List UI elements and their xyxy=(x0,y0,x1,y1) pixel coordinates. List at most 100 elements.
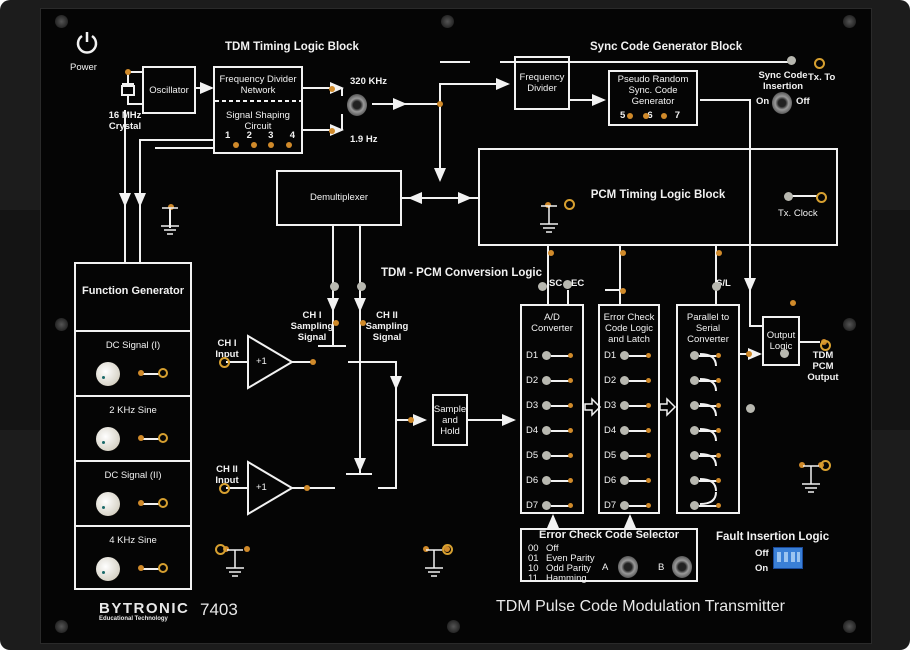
patch-socket[interactable] xyxy=(215,544,226,555)
bit-test-point[interactable] xyxy=(646,503,651,508)
test-point[interactable] xyxy=(138,565,144,571)
signal-socket[interactable] xyxy=(538,282,547,291)
patch-socket[interactable] xyxy=(219,483,230,494)
power-button[interactable] xyxy=(75,30,99,54)
test-point[interactable] xyxy=(548,250,554,256)
test-point[interactable] xyxy=(408,417,414,423)
ecc-switch-a[interactable] xyxy=(618,556,638,578)
bit-test-point[interactable] xyxy=(568,403,573,408)
patch-socket[interactable] xyxy=(564,199,575,210)
output-socket[interactable] xyxy=(158,368,168,378)
test-point[interactable] xyxy=(746,351,752,357)
bit-test-point[interactable] xyxy=(716,403,721,408)
bit-test-point[interactable] xyxy=(646,353,651,358)
patch-socket[interactable] xyxy=(816,192,827,203)
bit-socket[interactable] xyxy=(690,351,699,360)
test-point[interactable] xyxy=(304,485,310,491)
bit-socket[interactable] xyxy=(690,426,699,435)
test-point[interactable] xyxy=(244,546,250,552)
signal-socket[interactable] xyxy=(330,282,339,291)
bit-test-point[interactable] xyxy=(716,353,721,358)
bit-socket[interactable] xyxy=(542,426,551,435)
test-point[interactable] xyxy=(627,113,633,119)
test-point[interactable] xyxy=(545,202,551,208)
bit-socket[interactable] xyxy=(690,476,699,485)
bit-socket[interactable] xyxy=(542,501,551,510)
bit-socket[interactable] xyxy=(542,401,551,410)
patch-socket[interactable] xyxy=(820,340,831,351)
test-point[interactable] xyxy=(138,500,144,506)
bit-test-point[interactable] xyxy=(568,503,573,508)
signal-socket[interactable] xyxy=(357,282,366,291)
bit-test-point[interactable] xyxy=(568,453,573,458)
test-point[interactable] xyxy=(286,142,292,148)
output-socket[interactable] xyxy=(158,433,168,443)
bit-socket[interactable] xyxy=(620,426,629,435)
bit-test-point[interactable] xyxy=(646,453,651,458)
test-point[interactable] xyxy=(790,300,796,306)
signal-socket[interactable] xyxy=(746,404,755,413)
signal-socket[interactable] xyxy=(787,56,796,65)
bit-socket[interactable] xyxy=(620,476,629,485)
bit-test-point[interactable] xyxy=(646,378,651,383)
patch-socket[interactable] xyxy=(442,544,453,555)
test-point[interactable] xyxy=(799,462,805,468)
clock-select-switch[interactable] xyxy=(347,94,367,116)
bit-socket[interactable] xyxy=(690,451,699,460)
test-point[interactable] xyxy=(251,142,257,148)
test-point[interactable] xyxy=(329,128,335,134)
bit-socket[interactable] xyxy=(542,376,551,385)
test-point[interactable] xyxy=(716,250,722,256)
test-point[interactable] xyxy=(423,546,429,552)
test-point[interactable] xyxy=(268,142,274,148)
bit-test-point[interactable] xyxy=(646,428,651,433)
test-point[interactable] xyxy=(333,320,339,326)
patch-socket[interactable] xyxy=(219,357,230,368)
test-point[interactable] xyxy=(125,69,131,75)
test-point[interactable] xyxy=(437,101,443,107)
signal-socket[interactable] xyxy=(563,280,572,289)
fault-dip-switch[interactable] xyxy=(773,547,803,569)
output-socket[interactable] xyxy=(158,563,168,573)
bit-socket[interactable] xyxy=(620,376,629,385)
sync-insertion-switch[interactable] xyxy=(772,92,792,114)
patch-socket[interactable] xyxy=(820,460,831,471)
bit-test-point[interactable] xyxy=(716,428,721,433)
bit-socket[interactable] xyxy=(620,451,629,460)
bit-socket[interactable] xyxy=(690,401,699,410)
bit-test-point[interactable] xyxy=(716,503,721,508)
test-point[interactable] xyxy=(620,288,626,294)
bit-socket[interactable] xyxy=(542,351,551,360)
test-point[interactable] xyxy=(643,113,649,119)
test-point[interactable] xyxy=(223,546,229,552)
output-socket[interactable] xyxy=(158,498,168,508)
signal-socket[interactable] xyxy=(780,349,789,358)
bit-socket[interactable] xyxy=(690,501,699,510)
amplitude-knob[interactable] xyxy=(96,362,120,386)
bit-test-point[interactable] xyxy=(568,478,573,483)
bit-test-point[interactable] xyxy=(716,378,721,383)
bit-socket[interactable] xyxy=(620,351,629,360)
bit-socket[interactable] xyxy=(542,476,551,485)
bit-test-point[interactable] xyxy=(716,478,721,483)
bit-socket[interactable] xyxy=(620,501,629,510)
bit-socket[interactable] xyxy=(542,451,551,460)
ecc-switch-b[interactable] xyxy=(672,556,692,578)
test-point[interactable] xyxy=(138,435,144,441)
bit-test-point[interactable] xyxy=(716,453,721,458)
test-point[interactable] xyxy=(620,250,626,256)
patch-socket[interactable] xyxy=(814,58,825,69)
test-point[interactable] xyxy=(138,370,144,376)
test-point[interactable] xyxy=(310,359,316,365)
test-point[interactable] xyxy=(168,204,174,210)
bit-test-point[interactable] xyxy=(646,478,651,483)
signal-socket[interactable] xyxy=(712,282,721,291)
bit-test-point[interactable] xyxy=(568,353,573,358)
amplitude-knob[interactable] xyxy=(96,492,120,516)
test-point[interactable] xyxy=(360,320,366,326)
bit-test-point[interactable] xyxy=(646,403,651,408)
bit-test-point[interactable] xyxy=(568,428,573,433)
test-point[interactable] xyxy=(329,86,335,92)
amplitude-knob[interactable] xyxy=(96,427,120,451)
bit-socket[interactable] xyxy=(620,401,629,410)
